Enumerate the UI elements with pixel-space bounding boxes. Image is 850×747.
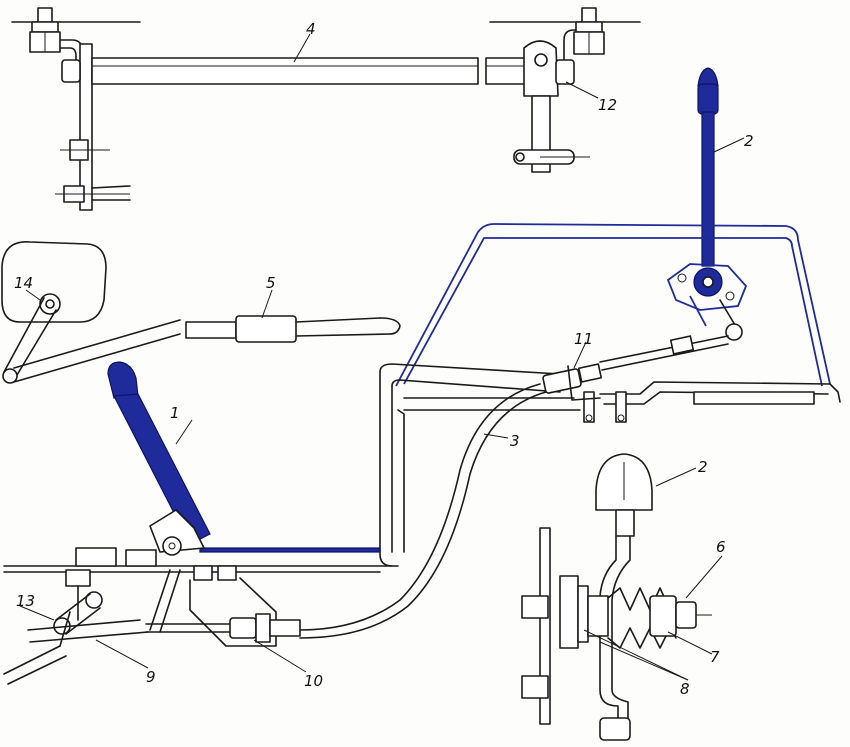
cab-body-outline	[395, 223, 831, 387]
label-13: 13	[16, 592, 35, 610]
label-2-lower: 2	[698, 458, 708, 476]
cable-3	[299, 341, 603, 639]
label-6: 6	[716, 538, 726, 556]
left-link-assembly	[1, 241, 401, 384]
callout-labels: 1 2 2 3 4 5 6 7 8 9 10 11 12 13 14	[14, 20, 754, 698]
label-12: 12	[598, 96, 617, 114]
label-9: 9	[146, 668, 156, 686]
lever-grip	[107, 361, 139, 399]
hand-lever-1	[75, 361, 211, 567]
label-8: 8	[680, 680, 690, 698]
upper-handle-mechanism	[599, 67, 748, 371]
label-7: 7	[710, 648, 720, 666]
lower-linkage	[3, 565, 307, 685]
ratchet-detail-insert	[521, 453, 723, 741]
label-1: 1	[170, 404, 180, 422]
handle-knob-top	[697, 67, 719, 87]
label-10: 10	[304, 672, 323, 690]
label-3: 3	[510, 432, 520, 450]
label-14: 14	[14, 274, 33, 292]
label-4: 4	[306, 20, 316, 38]
cross-shaft-assembly	[11, 7, 641, 211]
label-2-upper: 2	[744, 132, 754, 150]
label-11: 11	[574, 330, 593, 348]
label-5: 5	[266, 274, 276, 292]
